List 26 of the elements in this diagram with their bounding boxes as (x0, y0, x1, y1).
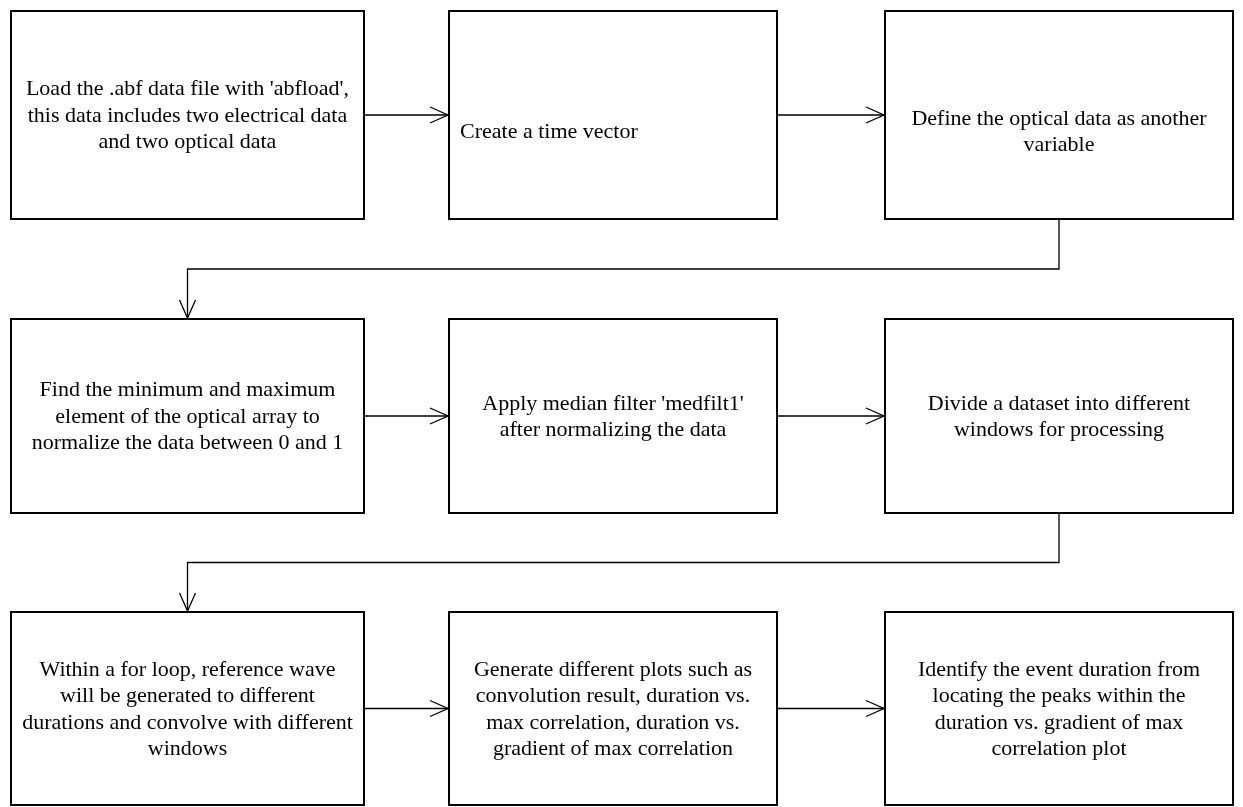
process-box (884, 611, 1234, 806)
process-box (448, 10, 778, 220)
step-text: Define the optical data as another variable (910, 104, 1208, 158)
step-text: Generate different plots such as convolution result, duration vs. max correlation, duration vs. gradient of max correlation (472, 655, 754, 762)
process-box (448, 611, 778, 806)
step-text: Apply median filter 'medfilt1' after normalizing the data (481, 389, 745, 443)
process-box (884, 10, 1234, 220)
arrow (364, 106, 449, 124)
process-box (448, 318, 778, 514)
arrow (777, 106, 885, 124)
arrow (178, 513, 1060, 612)
arrow (777, 699, 885, 718)
step-text: Find the minimum and maximum element of the optical array to normalize the data between 0 and 1 (30, 376, 345, 456)
arrow (178, 219, 1060, 319)
step-text: Within a for loop, reference wave will be generated to different durations and convolve with different windows (22, 655, 353, 762)
process-box (10, 10, 365, 220)
step-text: Divide a dataset into different windows for processing (926, 389, 1192, 443)
arrow (777, 407, 885, 425)
arrow (364, 407, 449, 425)
process-box (10, 611, 365, 806)
arrow (364, 699, 449, 718)
step-text: Create a time vector (460, 117, 638, 145)
process-box (884, 318, 1234, 514)
process-box (10, 318, 365, 514)
step-text: Load the .abf data file with 'abfload', this data includes two electrical data and two optical data (24, 75, 351, 155)
step-text: Identify the event duration from locating the peaks within the duration vs. gradient of max correlation plot (916, 655, 1202, 762)
